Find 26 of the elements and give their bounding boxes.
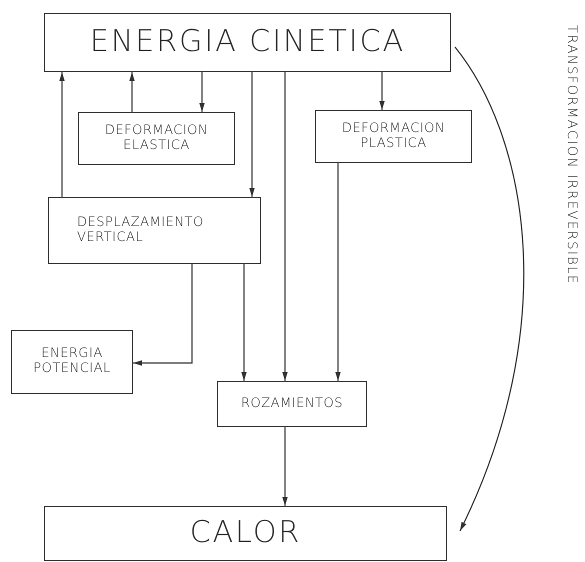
- arrow: [379, 72, 385, 110]
- process-box: [44, 506, 447, 561]
- arrow: [129, 72, 135, 112]
- process-box: [48, 197, 261, 264]
- process-box: [44, 13, 451, 72]
- process-box: [315, 110, 472, 163]
- arrow: [282, 427, 288, 506]
- box-label: ENERGIA CINETICA: [90, 25, 406, 60]
- arrow: [133, 264, 193, 366]
- box-label: ROZAMIENTOS: [241, 396, 343, 412]
- arrow: [199, 72, 205, 112]
- arrow: [335, 163, 341, 381]
- arrow: [241, 264, 247, 381]
- process-box: [217, 381, 367, 427]
- box-label: DEFORMACION ELASTICA: [104, 124, 210, 154]
- edge-label: TRANSFORMACION IRREVERSIBLE: [564, 25, 579, 285]
- arrow: [282, 72, 288, 381]
- box-label: ENERGIA POTENCIAL: [32, 347, 112, 377]
- box-label: CALOR: [190, 516, 302, 551]
- box-label: DEFORMACION PLASTICA: [340, 122, 446, 152]
- box-label: DESPLAZAMIENTO VERTICAL: [77, 216, 205, 246]
- arrow: [59, 72, 65, 197]
- process-box: [78, 112, 235, 165]
- process-box: [11, 330, 133, 394]
- arrow: [454, 46, 524, 532]
- arrow: [249, 72, 255, 197]
